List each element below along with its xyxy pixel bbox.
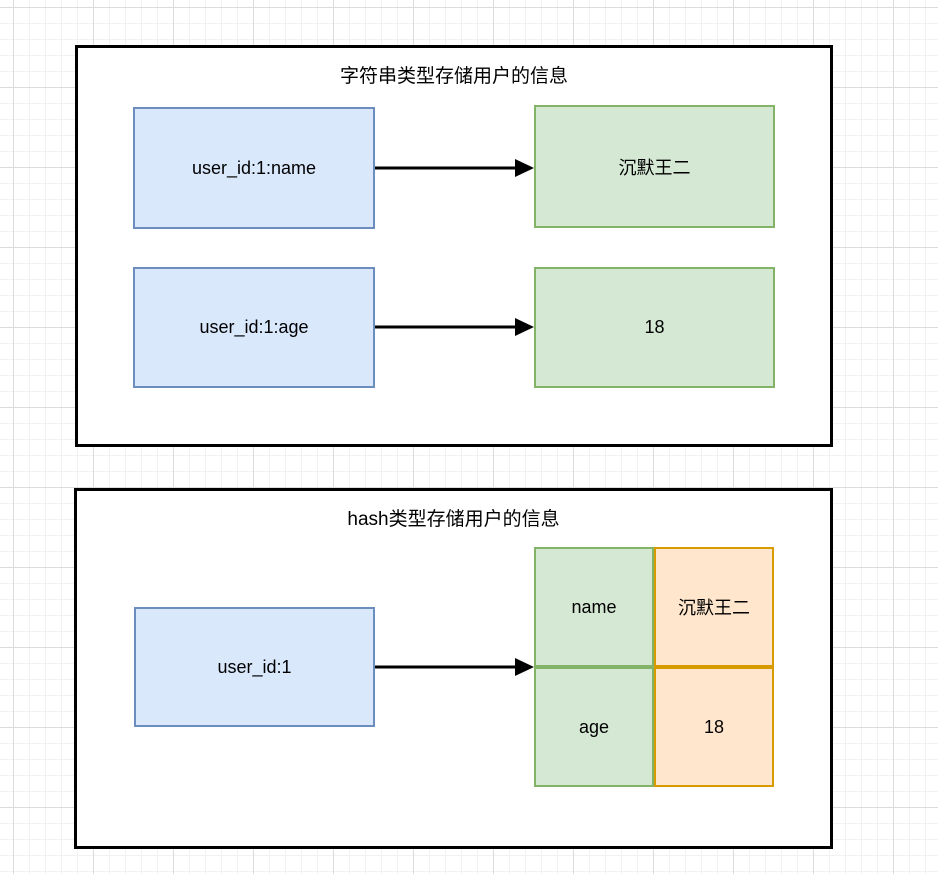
- arrow-name-mapping: [375, 159, 534, 177]
- hash-field-name-label: name: [571, 596, 617, 617]
- hash-value-age-label: 18: [703, 716, 725, 737]
- string-key-age-label: user_id:1:age: [199, 317, 309, 337]
- arrow-age-mapping: [375, 318, 534, 336]
- string-value-age-label: 18: [644, 317, 665, 337]
- hash-value-name-label: 沉默王二: [678, 598, 750, 618]
- hash-value-name-cell: 沉默王二: [654, 547, 774, 667]
- string-value-name-label: 沉默王二: [618, 157, 691, 178]
- hash-panel-title: hash类型存储用户的信息: [347, 509, 560, 530]
- string-value-age-box: 18: [534, 267, 775, 388]
- hash-key-box: user_id:1: [134, 607, 375, 727]
- string-key-name-label: user_id:1:name: [191, 157, 317, 178]
- string-key-age-box: user_id:1:age: [133, 267, 375, 388]
- hash-value-age-cell: 18: [654, 667, 774, 787]
- string-value-name-box: 沉默王二: [534, 105, 775, 228]
- arrow-hash-mapping: [375, 658, 534, 676]
- hash-field-age-cell: age: [534, 667, 654, 787]
- hash-field-age-label: age: [578, 716, 610, 737]
- string-key-name-box: user_id:1:name: [133, 107, 375, 229]
- hash-table: name 沉默王二 age 18: [534, 547, 774, 787]
- hash-key-label: user_id:1: [217, 656, 292, 677]
- string-panel-title: 字符串类型存储用户的信息: [339, 66, 568, 87]
- hash-field-name-cell: name: [534, 547, 654, 667]
